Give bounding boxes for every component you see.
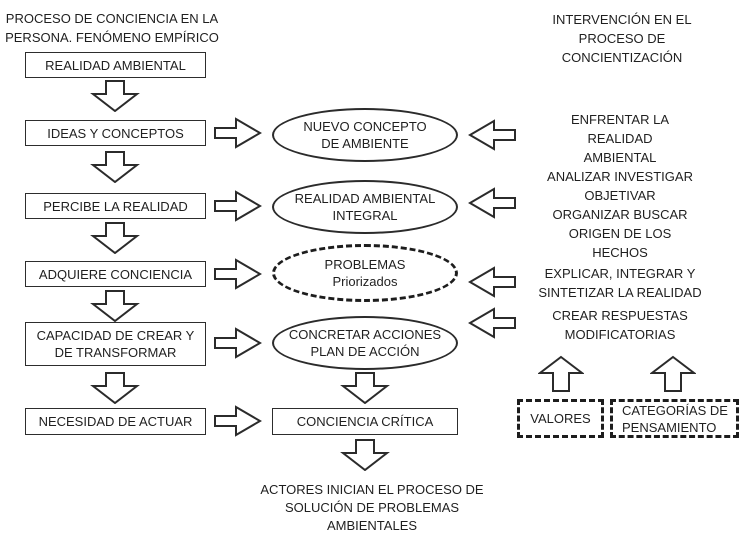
left-arrow-icon (468, 187, 516, 219)
dashed-box-valores: VALORES (517, 399, 604, 438)
ellipse-nuevo-concepto: NUEVO CONCEPTO DE AMBIENTE (272, 108, 458, 162)
process-box-percibe-la-realidad: PERCIBE LA REALIDAD (25, 193, 206, 219)
process-box-adquiere-conciencia: ADQUIERE CONCIENCIA (25, 261, 206, 287)
note-enfrentar-realidad: ENFRENTAR LA REALIDAD AMBIENTAL (571, 112, 669, 165)
left-arrow-icon (468, 307, 516, 339)
up-arrow-icon (538, 355, 584, 393)
process-box-conciencia-critica: CONCIENCIA CRÍTICA (272, 408, 458, 435)
up-arrow-icon (650, 355, 696, 393)
right-column-title: INTERVENCIÓN EN EL PROCESO DE CONCIENTIZ… (552, 12, 692, 65)
process-box-ideas-y-conceptos: IDEAS Y CONCEPTOS (25, 120, 206, 146)
ellipse-realidad-ambiental-integral: REALIDAD AMBIENTAL INTEGRAL (272, 180, 458, 234)
note-explicar-integrar: EXPLICAR, INTEGRAR Y SINTETIZAR LA REALI… (538, 266, 702, 300)
down-arrow-icon (90, 151, 140, 183)
left-arrow-icon (468, 266, 516, 298)
right-arrow-icon (214, 116, 262, 150)
right-arrow-icon (214, 404, 262, 438)
process-box-necesidad-de-actuar: NECESIDAD DE ACTUAR (25, 408, 206, 435)
down-arrow-icon (340, 372, 390, 404)
left-arrow-icon (468, 119, 516, 151)
down-arrow-icon (90, 222, 140, 254)
outcome-text: ACTORES INICIAN EL PROCESO DE SOLUCIÓN D… (260, 482, 484, 533)
right-arrow-icon (214, 189, 262, 223)
dashed-box-categorias-de-pensamiento: CATEGORÍAS DE PENSAMIENTO (610, 399, 739, 438)
down-arrow-icon (90, 80, 140, 112)
left-column-title: PROCESO DE CONCIENCIA EN LA PERSONA. FEN… (5, 11, 219, 45)
right-arrow-icon (214, 257, 262, 291)
down-arrow-icon (340, 439, 390, 471)
ellipse-concretar-acciones: CONCRETAR ACCIONES PLAN DE ACCIÓN (272, 316, 458, 370)
down-arrow-icon (90, 372, 140, 404)
ellipse-problemas-priorizados: PROBLEMAS Priorizados (272, 244, 458, 302)
right-arrow-icon (214, 326, 262, 360)
process-box-realidad-ambiental: REALIDAD AMBIENTAL (25, 52, 206, 78)
process-box-capacidad-de-crear: CAPACIDAD DE CREAR Y DE TRANSFORMAR (25, 322, 206, 366)
note-analizar-investigar: ANALIZAR INVESTIGAR OBJETIVAR ORGANIZAR … (547, 169, 693, 260)
note-crear-respuestas: CREAR RESPUESTAS MODIFICATORIAS (552, 308, 688, 342)
down-arrow-icon (90, 290, 140, 322)
